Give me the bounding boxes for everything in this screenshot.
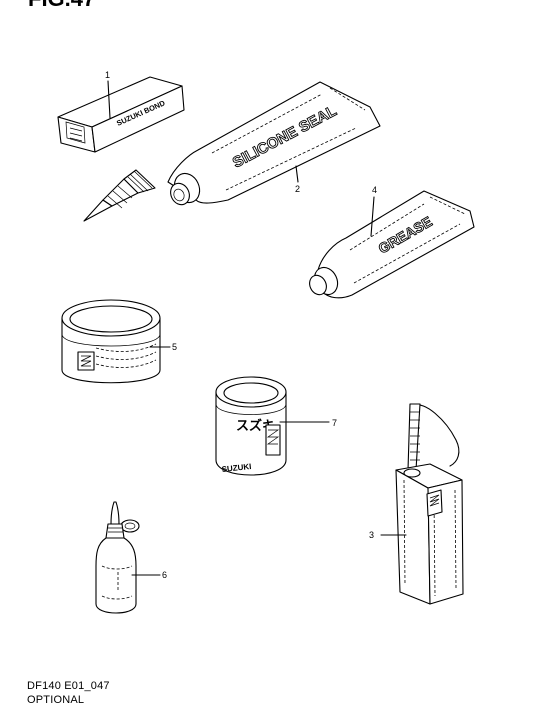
callout-2: 2 [295,184,300,194]
callout-6: 6 [162,570,167,580]
part-1-bond-box[interactable]: SUZUKI BOND 1 [57,70,185,153]
part-4-grease-tube[interactable]: GREASE 4 [307,185,475,299]
callout-7: 7 [332,418,337,428]
callout-1: 1 [105,70,110,80]
suzuki-logo-icon [69,127,83,142]
callout-3: 3 [369,530,374,540]
footer-diagram-code: DF140 E01_047 [27,680,110,692]
part-7-suzuki-can[interactable]: スズキ SUZUKI 7 [215,376,337,476]
part-6-oil-bottle[interactable]: 6 [95,501,167,614]
callout-5: 5 [172,342,177,352]
footer-category-label: OPTIONAL [27,694,85,706]
suzuki-logo-icon [77,351,95,371]
part-5-round-tin[interactable]: 5 [61,299,177,384]
part-2-silicone-tube[interactable]: SILICONE SEAL 2 [83,81,381,222]
suzuki-logo-icon [265,424,281,456]
part-3-fuel-can[interactable]: 3 [369,403,464,605]
part-7-print-jp: スズキ [236,418,275,433]
suzuki-logo-icon [426,489,443,517]
callout-4: 4 [372,185,377,195]
part-7-print-brand: SUZUKI [221,462,252,474]
figure-title: FIG.47 [28,0,95,12]
